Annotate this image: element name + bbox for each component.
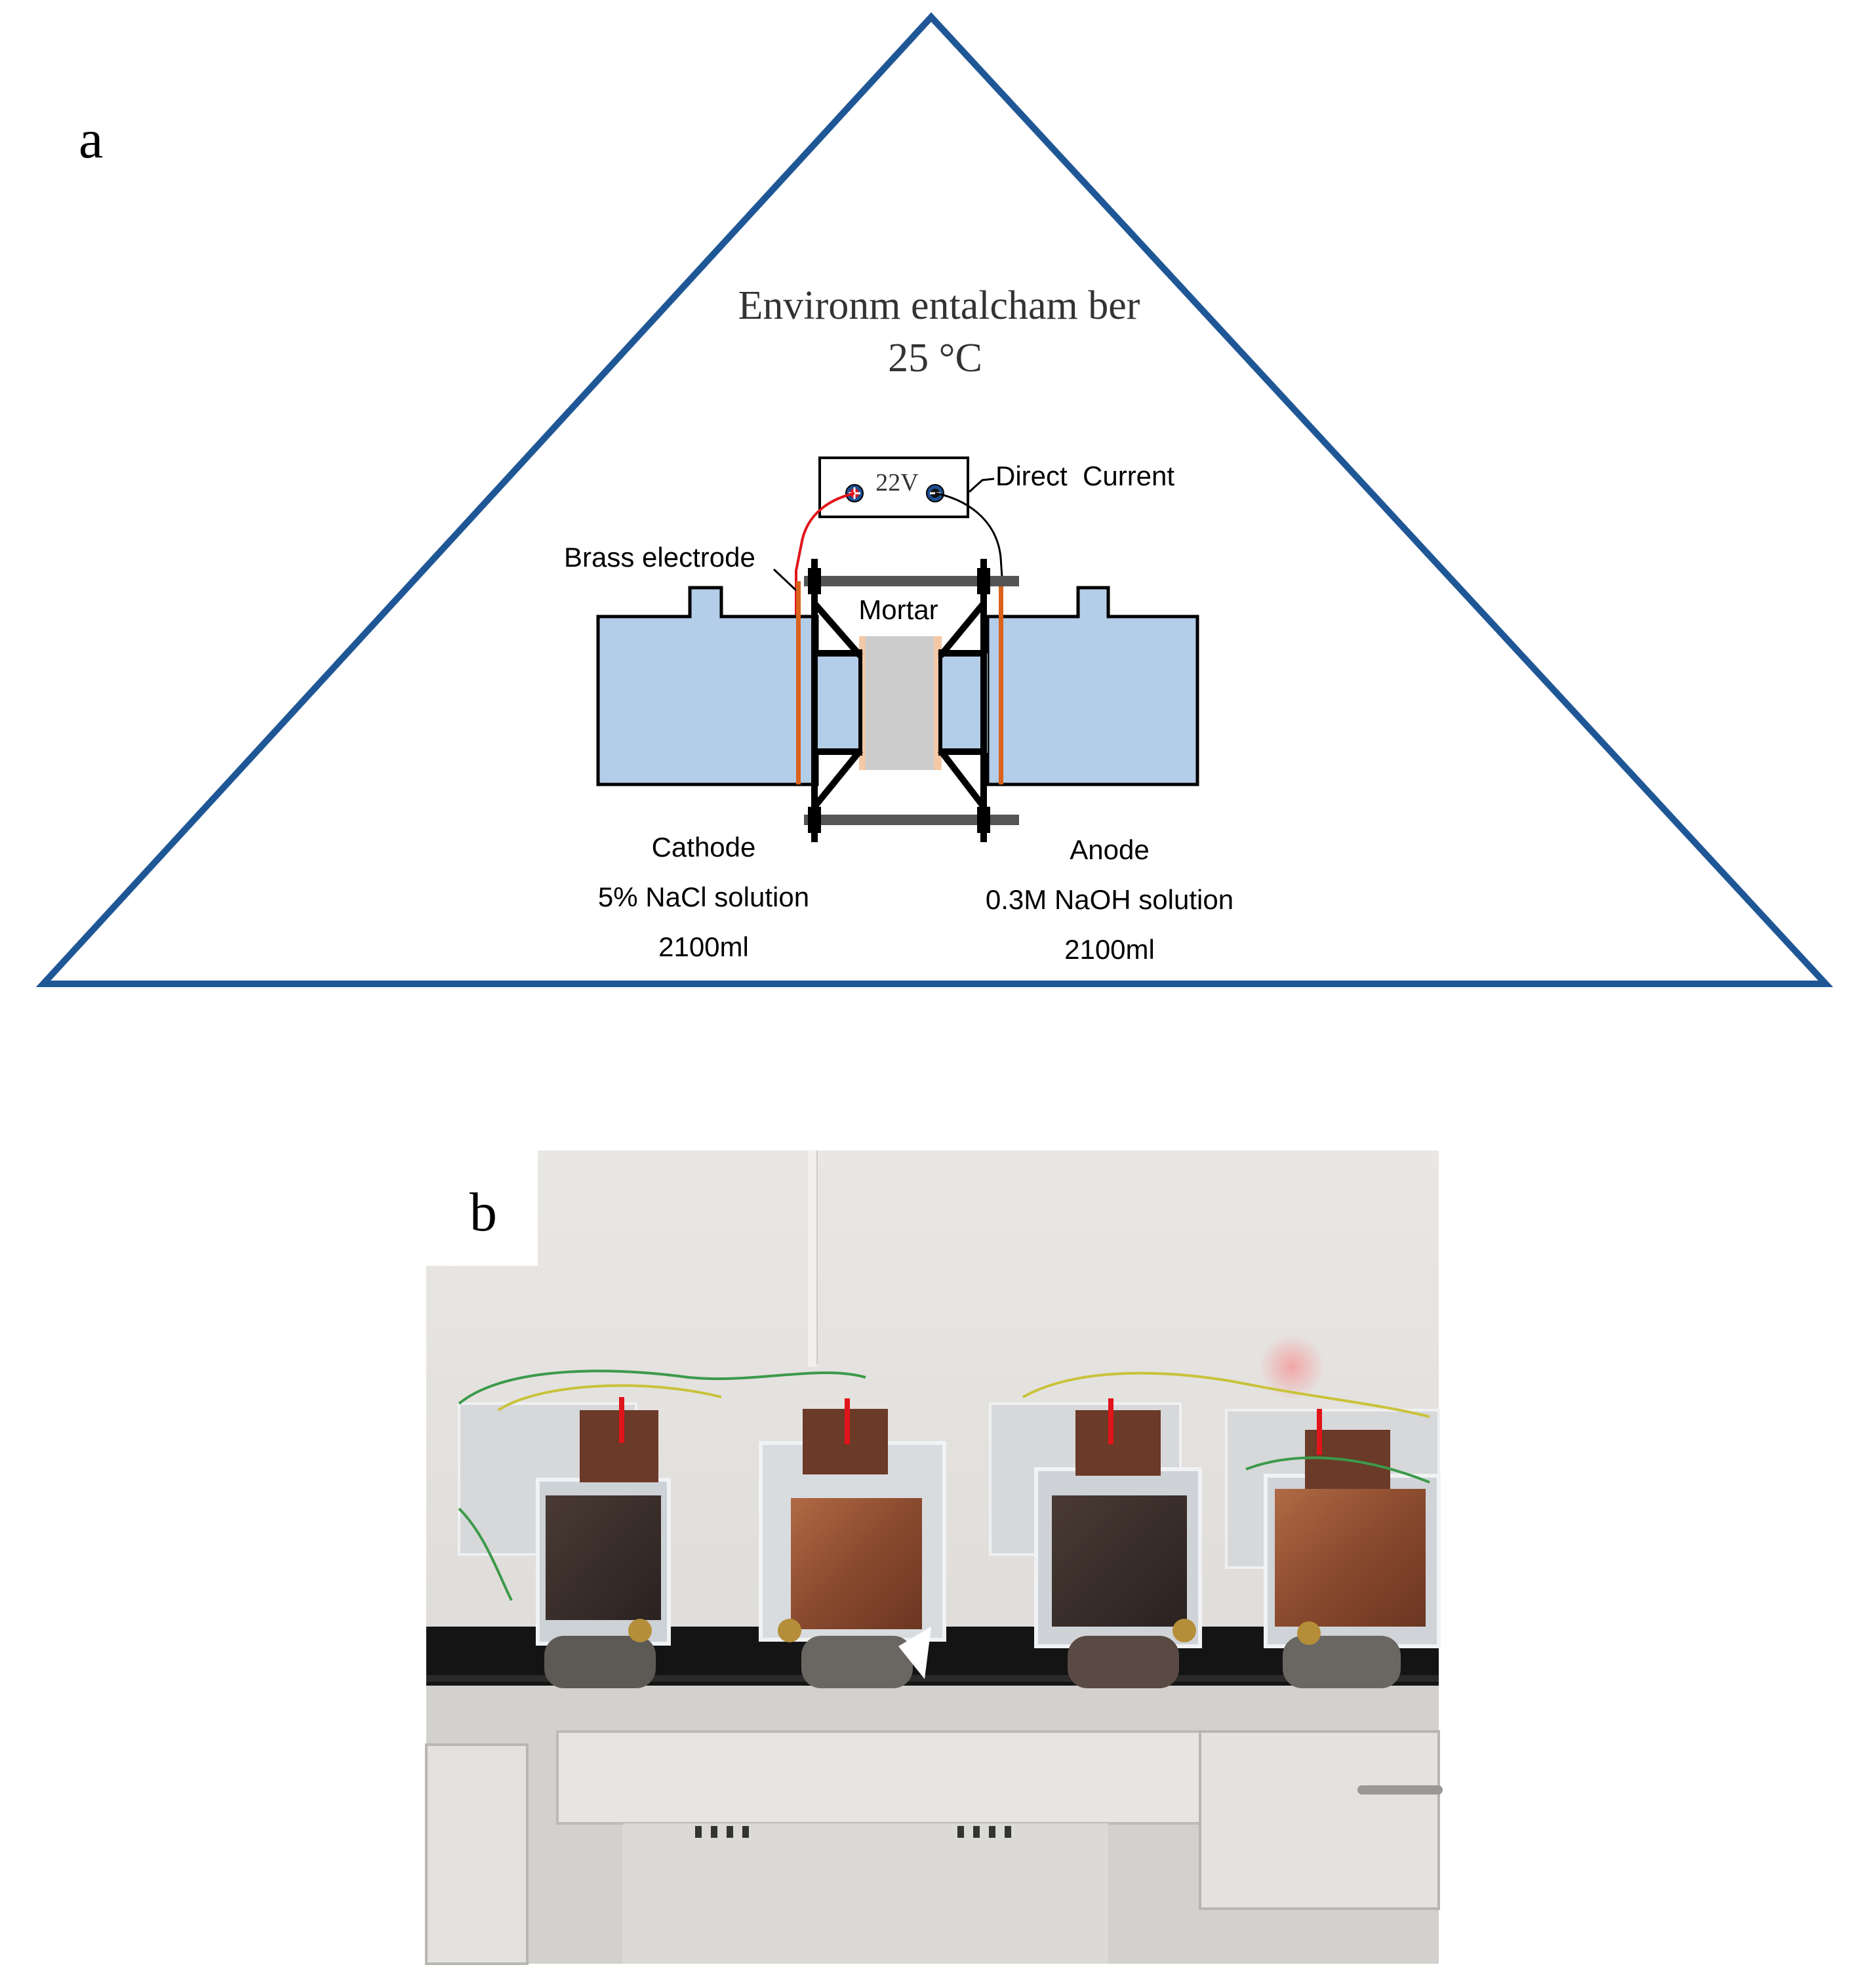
center-cell-right [940, 653, 988, 753]
temperature-label: 25 °C [888, 336, 982, 380]
clamp-bar-bottom [804, 815, 1019, 825]
brass-electrode-label: Brass electrode [564, 542, 755, 573]
power-supply-box [818, 456, 969, 518]
anode-brass-electrode [999, 586, 1003, 784]
anode-volume: 2100ml [1064, 934, 1155, 965]
test-cell-2 [759, 1398, 946, 1688]
positive-wire [795, 492, 855, 781]
cathode-title: Cathode [652, 832, 756, 862]
cathode-volume: 2100ml [658, 931, 749, 962]
brass-electrode-leader [772, 568, 797, 592]
anode-solution: 0.3M NaOH solution [986, 884, 1233, 915]
cathode-solution: 5% NaCl solution [598, 882, 809, 912]
center-cell-left [817, 653, 860, 753]
clamp-bolts [808, 568, 990, 833]
mortar-label: Mortar [858, 594, 938, 625]
specimen-holder [811, 559, 987, 842]
cathode-tank [596, 586, 819, 786]
panel-b-letter: b [470, 1182, 497, 1243]
clamp-bar-top [804, 576, 1019, 586]
direct-current-label: Direct Current [995, 460, 1174, 491]
negative-wire [934, 492, 1003, 590]
cathode-brass-electrode [796, 581, 801, 784]
mortar-specimen [866, 636, 934, 770]
voltage-label: 22V [875, 469, 919, 497]
chamber-label: Environm entalcham ber [738, 283, 1140, 328]
anode-title: Anode [1070, 834, 1149, 865]
panel-b-photo: b [425, 1150, 1443, 1965]
test-wires [458, 1369, 1430, 1601]
test-cell-3 [989, 1398, 1202, 1688]
power-supply: 22V [818, 456, 969, 518]
panel-a-letter: a [79, 109, 103, 170]
anode-tank [986, 586, 1199, 786]
environmental-chamber-outline [35, 12, 1834, 987]
direct-current-leader [968, 477, 995, 493]
test-cell-4 [1225, 1409, 1441, 1688]
test-cell-1 [458, 1397, 671, 1688]
panel-a: a Environm entalcham ber 25 °C 22V [35, 12, 1834, 987]
